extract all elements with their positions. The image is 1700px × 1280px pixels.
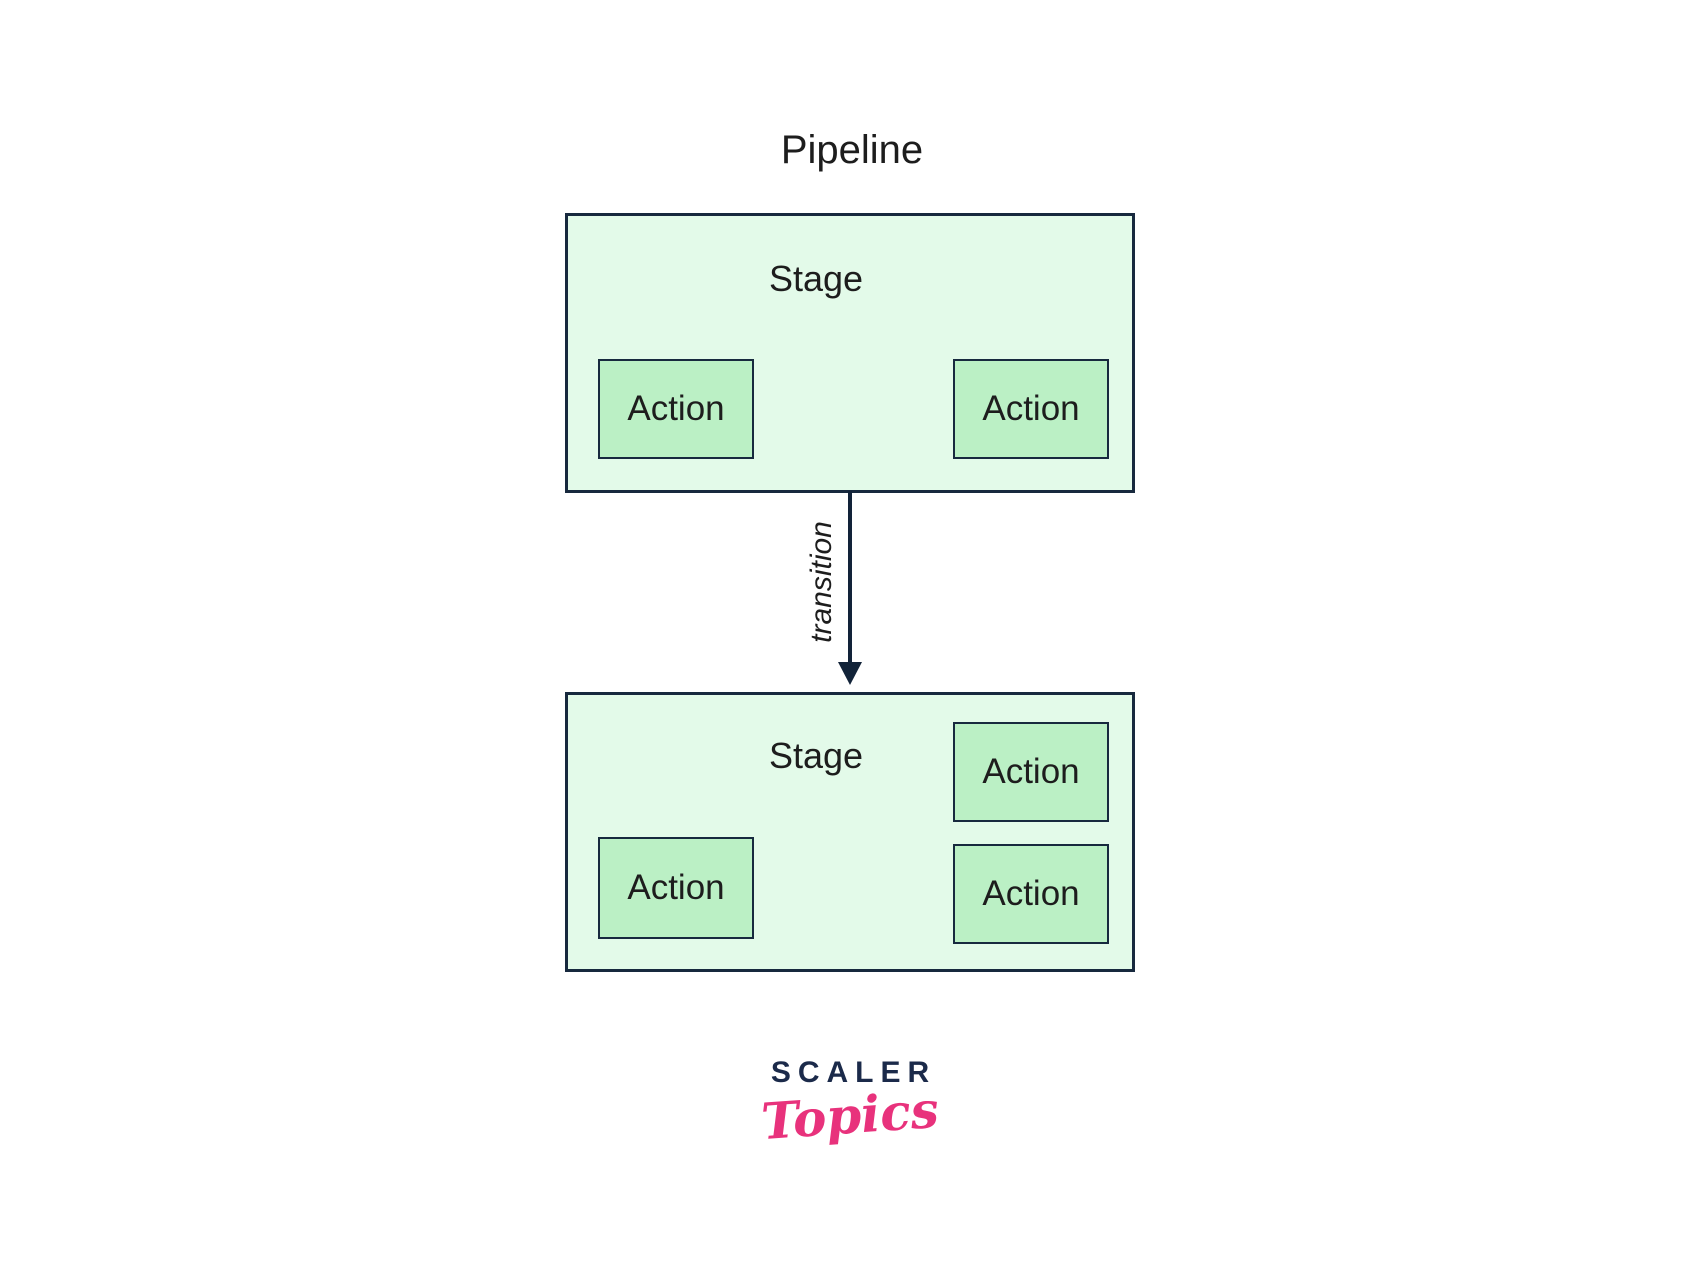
stage-2-action-left: Action (598, 837, 754, 939)
stage-1-action-left: Action (598, 359, 754, 459)
stage-1-action-right: Action (953, 359, 1109, 459)
stage-2-label: Stage (768, 735, 864, 776)
stage-1-label: Stage (768, 258, 864, 299)
logo-wordmark-scaler: SCALER (770, 1056, 937, 1089)
stage-box-1: Stage Action Action (565, 213, 1135, 493)
stage-2-action-bottom-right: Action (953, 844, 1109, 944)
transition-arrowhead-icon (838, 662, 862, 685)
scaler-topics-logo: SCALER Topics (700, 1056, 1000, 1151)
transition-label: transition (805, 521, 838, 643)
diagram-title: Pipeline (780, 128, 924, 172)
stage-box-2: Stage Action Action Action (565, 692, 1135, 972)
stage-2-action-top-right: Action (953, 722, 1109, 822)
transition-arrow-line (848, 491, 852, 664)
